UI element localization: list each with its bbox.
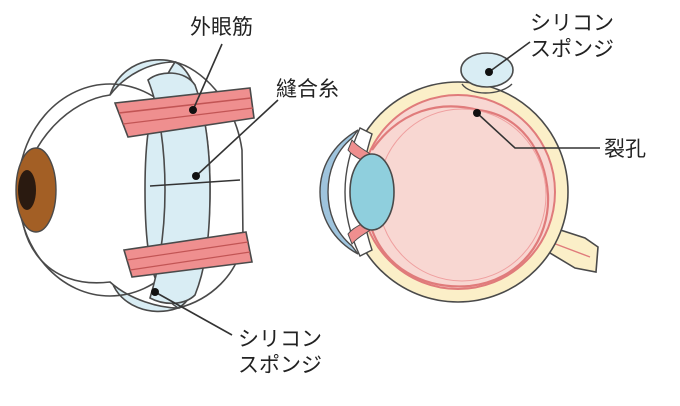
label-sponge-left-line2: スポンジ [238,353,322,377]
cross-section-view [319,52,599,303]
pupil [18,170,36,210]
label-tear: 裂孔 [604,137,646,161]
cornea [319,129,359,255]
suture-thread [149,179,241,187]
leader-sponge-right [488,41,531,73]
leader-tear [476,112,600,149]
dot-tear [473,109,481,117]
retina-layer [370,105,550,288]
leader-sponge-left [154,291,233,336]
dot-muscle [189,106,197,114]
lens [349,153,395,231]
dot-suture [192,172,200,180]
label-suture: 縫合糸 [276,77,339,101]
leader-suture [195,99,279,177]
label-sponge-left-line1: シリコン [238,327,322,351]
dot-sponge-left [151,288,159,296]
label-sponge-right-line1: シリコン [530,11,614,35]
label-extraocular-muscle: 外眼筋 [190,15,253,39]
label-sponge-right-line2: スポンジ [530,37,614,61]
external-eye-view [15,59,255,313]
vitreous [377,108,547,282]
upper-muscle [113,87,255,138]
dot-sponge-right [485,68,493,76]
leader-muscle [192,43,223,111]
